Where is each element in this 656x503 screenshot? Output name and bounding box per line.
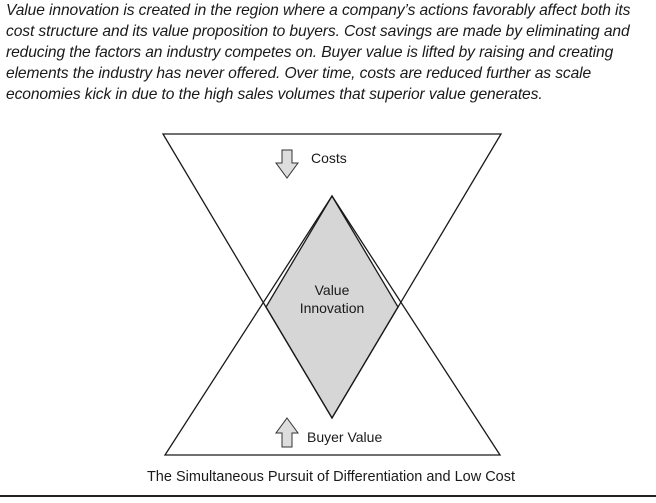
costs-label: Costs (311, 150, 347, 166)
diagram-caption: The Simultaneous Pursuit of Differentiat… (147, 469, 515, 485)
buyer-value-label: Buyer Value (307, 429, 382, 445)
up-arrow-icon (275, 417, 299, 448)
value-innovation-label-line2: Innovation (300, 300, 365, 316)
costs-triangle (161, 133, 503, 420)
value-innovation-label-line1: Value (315, 282, 350, 298)
intro-paragraph: Value innovation is created in the regio… (6, 2, 631, 103)
buyer-value-triangle (163, 194, 502, 456)
bottom-divider (0, 495, 656, 497)
down-arrow-icon (275, 149, 299, 179)
